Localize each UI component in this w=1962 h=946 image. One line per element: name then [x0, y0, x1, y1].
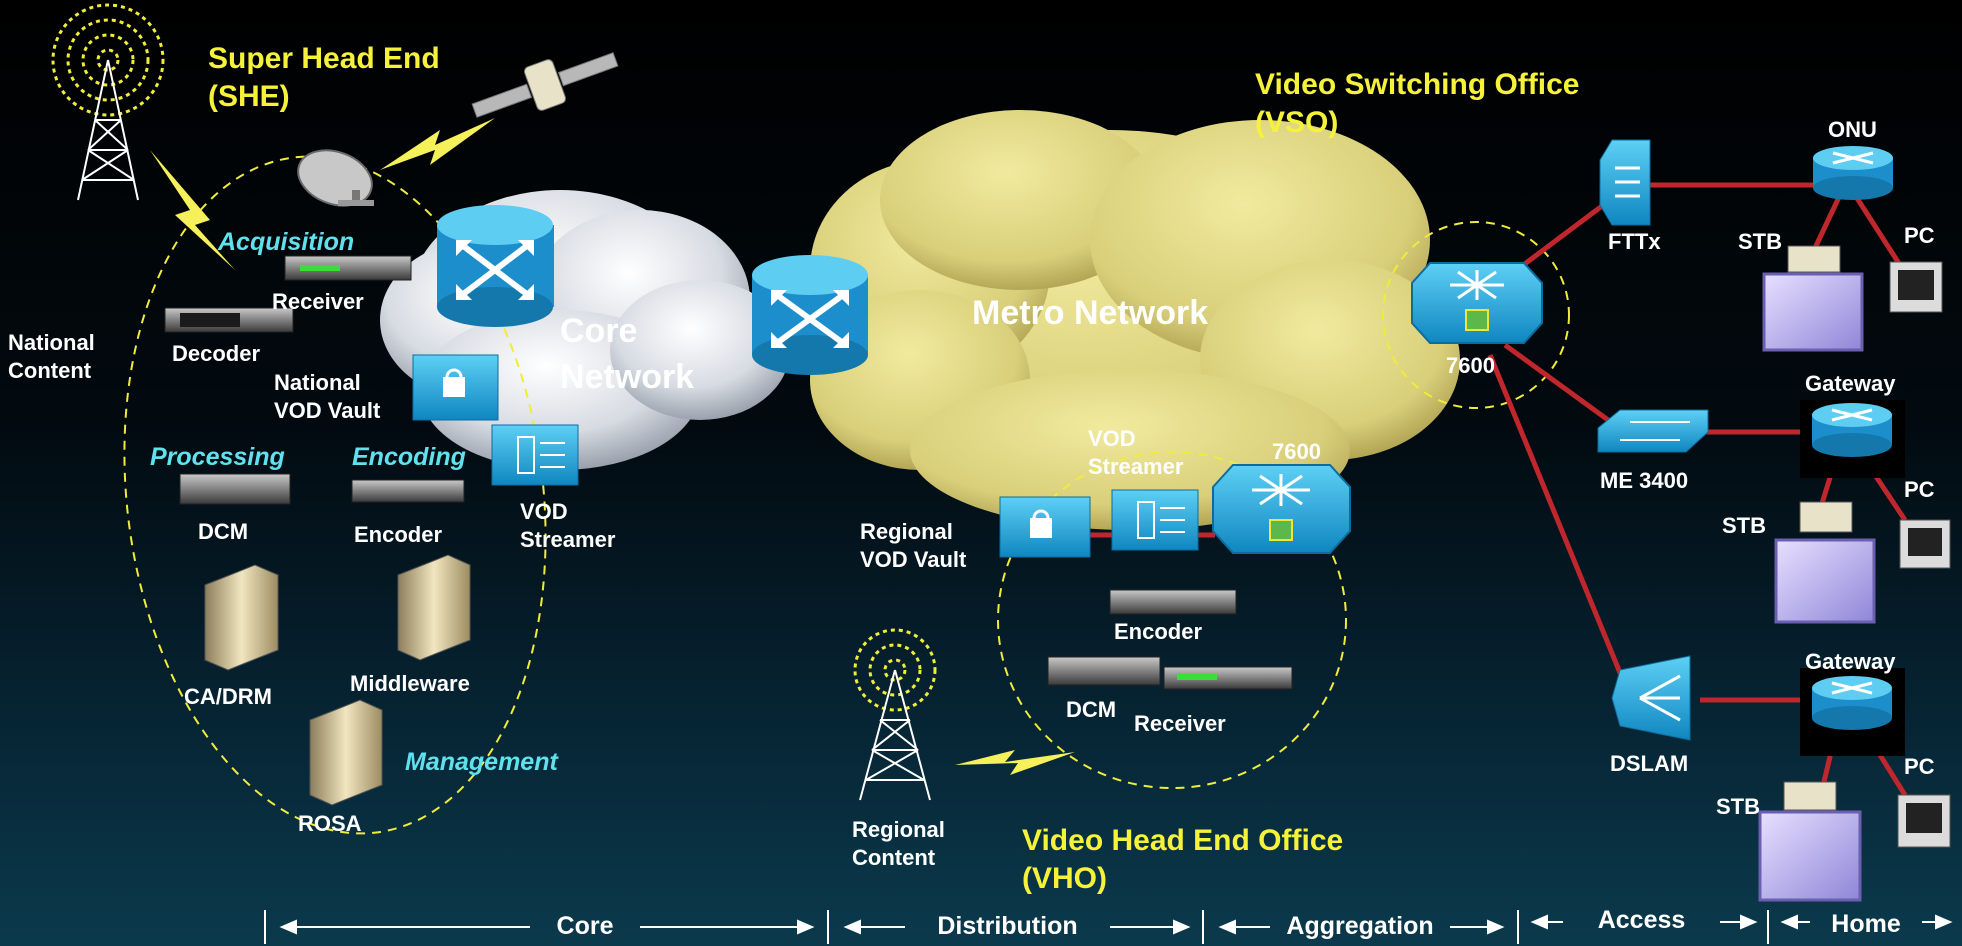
segment-aggregation: Aggregation: [1286, 912, 1434, 940]
me3400-label: ME 3400: [1600, 468, 1689, 493]
gateway-1-label: Gateway: [1805, 371, 1896, 396]
metro-edge-router-icon: [752, 255, 868, 375]
management-label: Management: [405, 748, 558, 776]
vho-7600-label: 7600: [1272, 439, 1321, 464]
vho-vod-streamer-label: VOD Streamer: [1088, 426, 1184, 479]
metro-network-label: Metro Network: [972, 294, 1209, 332]
she-title: Super Head End (SHE): [208, 42, 440, 113]
vho-dcm-label: DCM: [1066, 697, 1117, 722]
decoder-label: Decoder: [172, 341, 261, 366]
encoding-label: Encoding: [352, 443, 466, 471]
rosa-label: ROSA: [298, 811, 362, 836]
onu-label: ONU: [1828, 117, 1877, 142]
vso-title: Video Switching Office (VSO): [1255, 68, 1580, 139]
satellite-icon: [471, 52, 619, 118]
stb-3-label: STB: [1716, 794, 1760, 819]
vho-receiver-label: Receiver: [1134, 711, 1226, 736]
acquisition-label: Acquisition: [218, 228, 355, 256]
segment-core: Core: [556, 912, 614, 940]
gateway-2-label: Gateway: [1805, 649, 1896, 674]
satellite-dish-icon: [297, 149, 374, 207]
stb-2-label: STB: [1722, 513, 1766, 538]
national-vod-streamer-icon: [491, 424, 579, 486]
vso-7600-label: 7600: [1446, 353, 1495, 378]
middleware-label: Middleware: [350, 671, 470, 696]
rack-equipment-icons: [164, 255, 1293, 690]
vho-encoder-label: Encoder: [1114, 619, 1203, 644]
encoder-label: Encoder: [354, 522, 443, 547]
dslam-label: DSLAM: [1610, 751, 1689, 776]
pc-icons: [1889, 261, 1951, 848]
dslam-icon: [1611, 655, 1691, 741]
metro-network-cloud: [810, 110, 1460, 530]
national-vod-vault-icon: [412, 354, 499, 421]
fttx-label: FTTx: [1608, 229, 1661, 254]
me3400-switch-icon: [1597, 409, 1709, 453]
processing-label: Processing: [150, 443, 285, 471]
receiver-label: Receiver: [272, 289, 364, 314]
core-network-label: Core Network: [560, 312, 695, 396]
she-antenna-tower-icon: [51, 3, 165, 201]
lightning-bolt-icons: [150, 118, 1075, 775]
server-tower-icons: [204, 554, 471, 806]
regional-antenna-tower-icon: [853, 628, 937, 801]
vso-7600-switch-icon: [1411, 262, 1543, 344]
fttx-olt-icon: [1599, 139, 1651, 226]
stb-tv-icons: [1758, 245, 1876, 902]
pc-2-label: PC: [1904, 477, 1935, 502]
vho-vod-streamer-icon: [1111, 489, 1199, 551]
segment-home: Home: [1831, 910, 1901, 938]
vho-7600-switch-icon: [1212, 464, 1351, 554]
pc-1-label: PC: [1904, 223, 1935, 248]
segment-distribution: Distribution: [937, 912, 1078, 940]
dcm-label: DCM: [198, 519, 249, 544]
national-vod-vault-label: National VOD Vault: [274, 370, 381, 423]
stb-1-label: STB: [1738, 229, 1782, 254]
segment-bar-arrows: [264, 910, 1953, 944]
vod-streamer-label: VOD Streamer: [520, 499, 616, 552]
gateway-1-box: [1800, 400, 1905, 478]
vho-boundary: [997, 451, 1347, 789]
ca-drm-label: CA/DRM: [184, 684, 272, 709]
segment-access: Access: [1597, 906, 1686, 934]
vho-title: Video Head End Office (VHO): [1022, 824, 1344, 895]
onu-router-icon: [1813, 146, 1893, 200]
core-router-icon: [437, 205, 554, 327]
gateway-2-box: [1800, 668, 1905, 756]
regional-vod-vault-label: Regional VOD Vault: [860, 519, 967, 572]
pc-3-label: PC: [1904, 754, 1935, 779]
regional-vod-vault-icon: [999, 496, 1091, 558]
national-content-label: National Content: [8, 330, 95, 383]
access-links: [1025, 182, 1908, 797]
vso-boundary: [1382, 221, 1570, 409]
regional-content-label: Regional Content: [852, 817, 945, 870]
